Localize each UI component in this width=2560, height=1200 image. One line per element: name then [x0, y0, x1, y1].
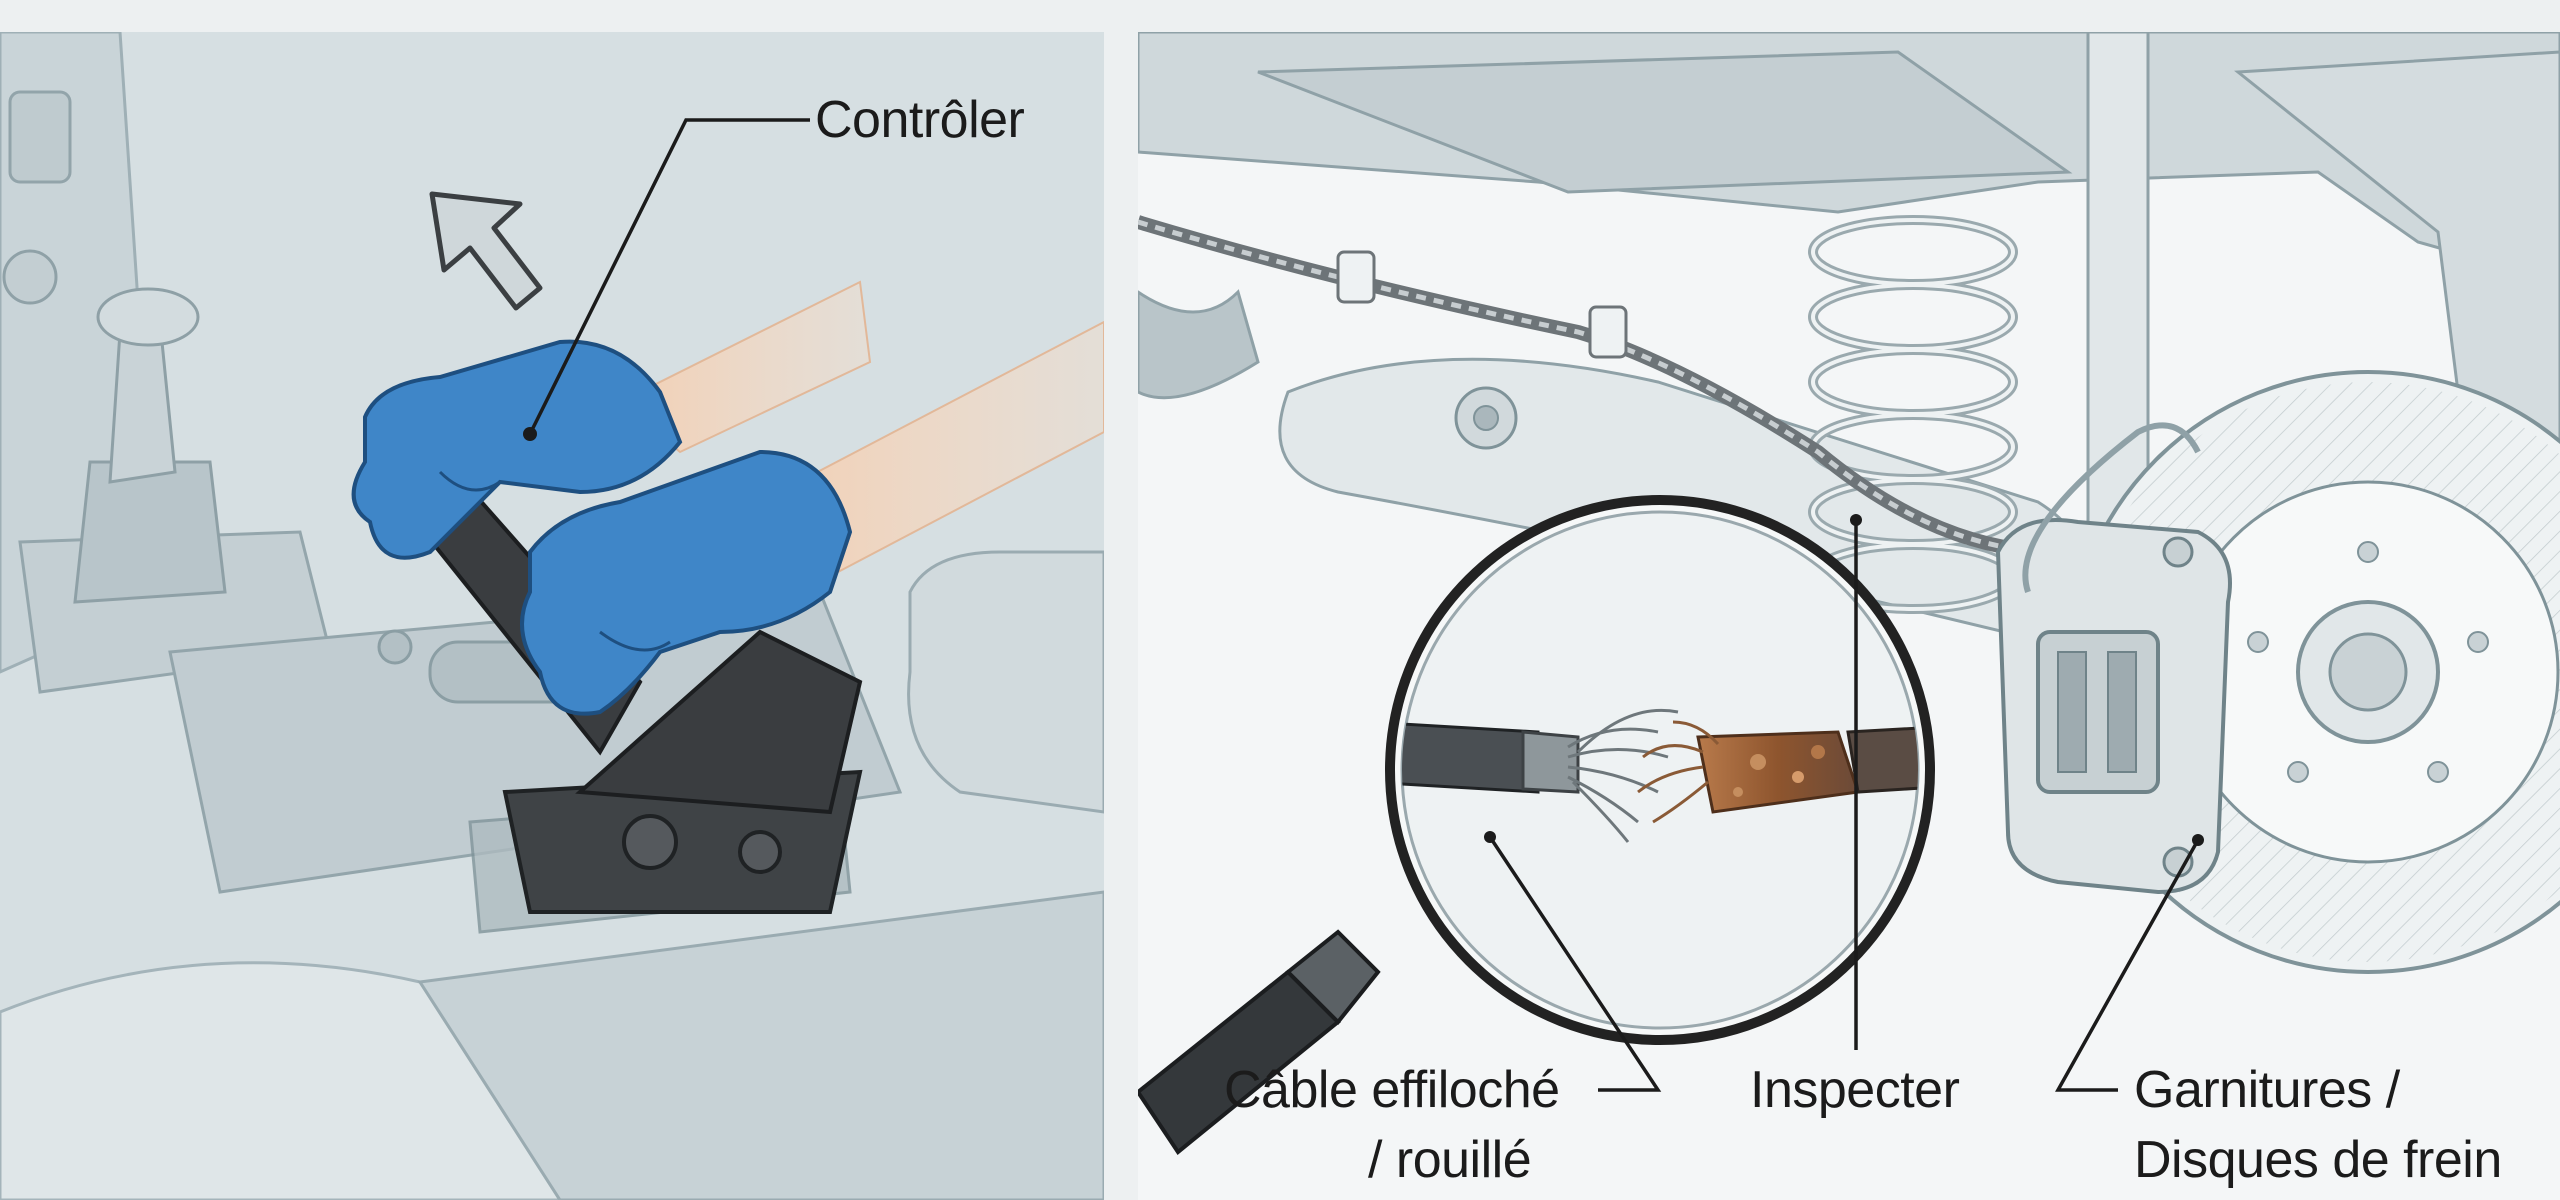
dashboard-vent [8, 90, 72, 184]
tyre-outline [1138, 289, 1260, 400]
garnitures-label-line1: Garnitures / [2134, 1061, 2400, 1119]
controler-label: Contrôler [815, 91, 1025, 149]
floor-shape [417, 890, 1104, 1200]
upper-gloved-hand [351, 339, 683, 560]
strut-tube [2086, 32, 2150, 554]
left-seat-cushion [0, 961, 562, 1200]
cable-label-line2: / rouillé [1368, 1131, 1532, 1189]
cable-label-line1: Câble effiloché [1224, 1061, 1560, 1119]
magnifying-glass-icon [1138, 495, 1935, 1155]
controler-leader-dot [523, 427, 537, 441]
dashboard-knob [2, 249, 58, 305]
handbrake-interior-panel: Contrôler [0, 32, 1104, 1200]
cable-clip [1336, 250, 1376, 304]
console-button [377, 629, 413, 665]
inspecter-label: Inspecter [1750, 1061, 1960, 1119]
cable-leader-line [1488, 836, 1662, 1092]
underbody-brake-panel: Câble effiloché / rouillé Inspecter Garn… [1138, 32, 2560, 1200]
underbody-drawing [1138, 32, 2560, 1155]
direction-arrow-icon [429, 191, 543, 311]
cable-clip [1588, 305, 1628, 359]
right-seat [907, 550, 1104, 814]
handbrake-mechanism [468, 629, 863, 934]
frayed-cable-closeup [1402, 708, 1918, 843]
garnitures-label-line2: Disques de frein [2134, 1131, 2502, 1189]
brake-caliper [1995, 422, 2232, 895]
interior-drawing [0, 32, 1104, 1200]
lower-gloved-hand [520, 449, 853, 716]
underbody-floor [1257, 50, 2073, 194]
controler-leader-line [528, 118, 810, 435]
garnitures-leader-line [2055, 839, 2200, 1092]
